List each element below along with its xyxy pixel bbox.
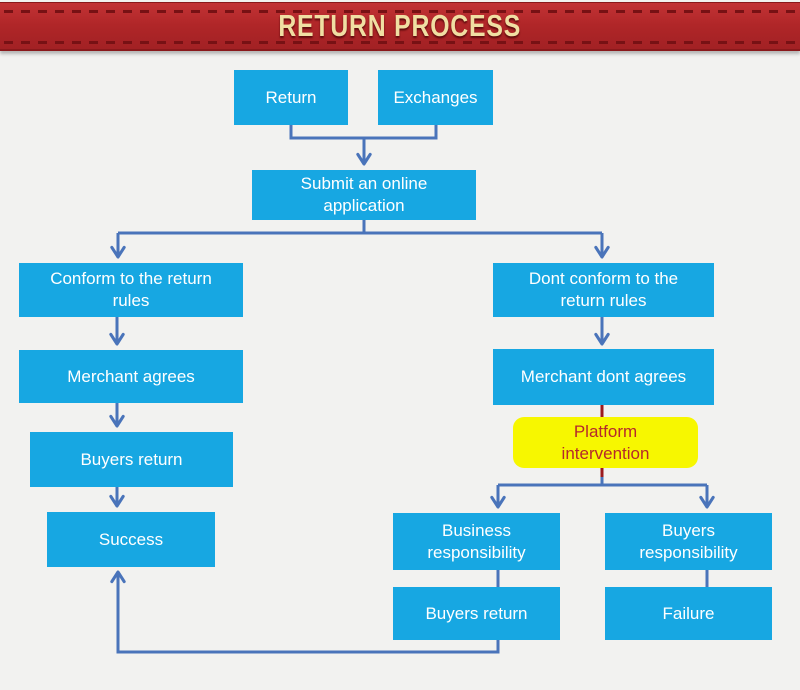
node-submit-application: Submit an online application [252,170,476,220]
node-merchant-dont-agrees-label: Merchant dont agrees [520,367,687,386]
node-buyers-return-left: Buyers return [30,432,233,487]
node-success-label: Success [98,529,164,549]
node-merchant-agrees: Merchant agrees [19,350,243,403]
banner-title: RETURN PROCESS [278,8,522,43]
node-business-responsibility-label: Business responsibility [427,520,526,562]
node-submit-application-label: Submit an online application [300,174,428,215]
edge-loop-to-success [110,570,500,654]
node-dont-conform-rules-label: Dont conform to the return rules [528,269,679,310]
node-dont-conform-rules: Dont conform to the return rules [493,263,714,317]
node-buyers-responsibility: Buyers responsibility [605,513,772,570]
node-exchanges-label: Exchanges [393,87,478,107]
node-merchant-dont-agrees: Merchant dont agrees [493,349,714,405]
node-conform-rules-label: Conform to the return rules [50,269,212,310]
node-return-label: Return [265,87,317,107]
node-business-responsibility: Business responsibility [393,513,560,570]
node-conform-rules: Conform to the return rules [19,263,243,317]
node-failure: Failure [605,587,772,640]
node-platform-intervention: Platform intervention [513,417,698,468]
node-return: Return [234,70,348,125]
node-buyers-responsibility-label: Buyers responsibility [639,520,738,562]
node-exchanges: Exchanges [378,70,493,125]
edge-merge-return-exchanges [289,125,438,140]
node-failure-label: Failure [662,603,715,623]
node-merchant-agrees-label: Merchant agrees [67,366,195,386]
title-banner: RETURN PROCESS [0,2,800,51]
node-buyers-return-right-label: Buyers return [425,603,528,623]
node-platform-intervention-label: Platform intervention [561,421,650,463]
node-buyers-return-right: Buyers return [393,587,560,640]
node-buyers-return-left-label: Buyers return [80,449,183,469]
node-success: Success [47,512,215,567]
